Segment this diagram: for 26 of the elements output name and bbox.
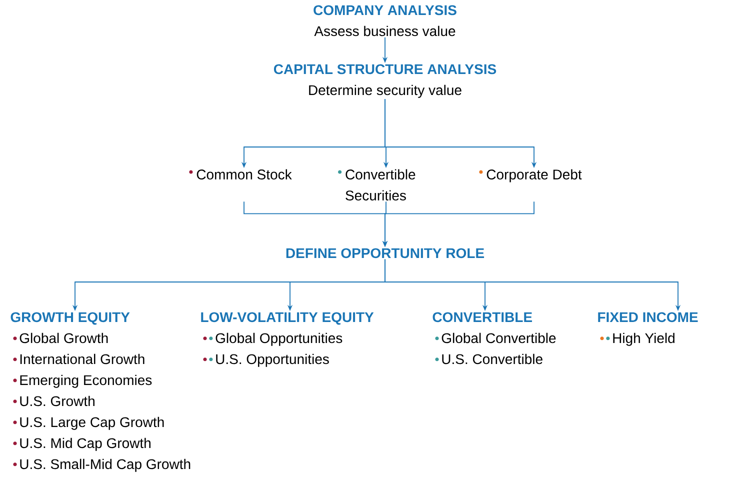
- node-label: GROWTH EQUITY: [10, 312, 130, 325]
- node-label: U.S. Growth: [20, 396, 94, 406]
- bullet-item: Corporate Debt: [479, 169, 582, 182]
- category-list: FIXED INCOME High Yield: [598, 312, 698, 346]
- category-list: LOW-VOLATILITY EQUITY Global Opportunities U.S. Opportunities: [201, 312, 374, 367]
- node-label: Emerging Economies: [20, 374, 152, 388]
- bullet-item: Convertible Securities: [338, 169, 416, 200]
- bullet-item: Common Stock: [189, 169, 292, 180]
- node-label: Global Convertible: [442, 332, 556, 344]
- node-label: U.S. Mid Cap Growth: [20, 438, 150, 451]
- node-label: High Yield: [613, 332, 674, 346]
- node-label: LOW-VOLATILITY EQUITY: [201, 312, 374, 325]
- node-label: CONVERTIBLE: [432, 312, 532, 322]
- category-list: GROWTH EQUITY Global Growth International Growth Emerging Economies U.S. Growth U.S. Large Cap Growth U.S. Mid Cap Growth U.S. Small-Mid Cap Growth: [10, 312, 190, 472]
- category-list: CONVERTIBLE Global Convertible U.S. Convertible: [432, 312, 556, 364]
- node-label: U.S. Small-Mid Cap Growth: [20, 458, 190, 472]
- node-label: U.S. Opportunities: [216, 354, 329, 367]
- step-heading: COMPANY ANALYSIS Assess business value: [314, 5, 456, 36]
- step-heading: CAPITAL STRUCTURE ANALYSIS Determine security value: [274, 64, 496, 98]
- node-label: Global Opportunities: [216, 332, 342, 346]
- node-label: U.S. Large Cap Growth: [20, 416, 164, 430]
- node-label: Global Growth: [20, 332, 108, 344]
- node-label: International Growth: [20, 354, 144, 364]
- node-label: FIXED INCOME: [598, 312, 698, 322]
- step-heading: DEFINE OPPORTUNITY ROLE: [286, 248, 484, 258]
- node-label: U.S. Convertible: [442, 354, 542, 364]
